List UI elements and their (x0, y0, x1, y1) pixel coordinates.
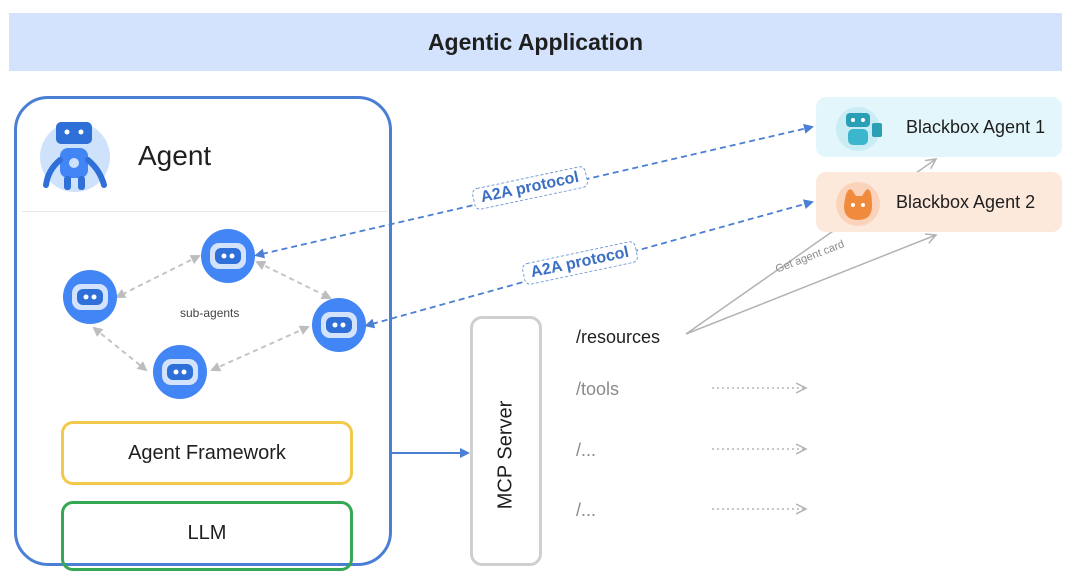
resources-item: /resources (576, 327, 661, 347)
blackbox-agent-1-card: Blackbox Agent 1 (816, 97, 1062, 157)
ellipsis-item: /... (576, 440, 597, 460)
sub-agents-label: sub-agents (180, 306, 240, 320)
subagent-link (210, 325, 310, 372)
get-card-line-2 (685, 235, 936, 335)
blackbox-agent-2-label: Blackbox Agent 2 (896, 191, 1036, 212)
ellipsis-item: /... (576, 500, 597, 520)
subagent-left-icon (63, 270, 117, 324)
subagent-link (115, 255, 201, 298)
cat-icon (836, 182, 880, 226)
llm-label: LLM (187, 522, 227, 544)
subagent-bottom-icon (153, 345, 207, 399)
agent-avatar-icon (40, 122, 110, 192)
blackbox-agent-2-card: Blackbox Agent 2 (816, 172, 1062, 232)
subagent-link (255, 261, 332, 299)
agent-framework-label: Agent Framework (128, 441, 286, 464)
mcp-server-label: MCP Server (494, 400, 517, 510)
subagent-right-icon (312, 298, 366, 352)
diagram-graphics (40, 122, 1080, 544)
a2a-arrow-2 (364, 199, 814, 329)
agent-framework-box: Agent Framework (61, 421, 353, 485)
llm-box: LLM (61, 501, 353, 571)
robot-icon (836, 107, 882, 151)
agent-divider (22, 211, 388, 212)
app-title: Agentic Application (9, 13, 1062, 71)
tools-item: /tools (576, 379, 620, 399)
subagent-top-icon (201, 229, 255, 283)
subagent-link (92, 326, 148, 372)
agent-title: Agent (138, 140, 212, 171)
blackbox-agent-1-label: Blackbox Agent 1 (906, 116, 1046, 137)
